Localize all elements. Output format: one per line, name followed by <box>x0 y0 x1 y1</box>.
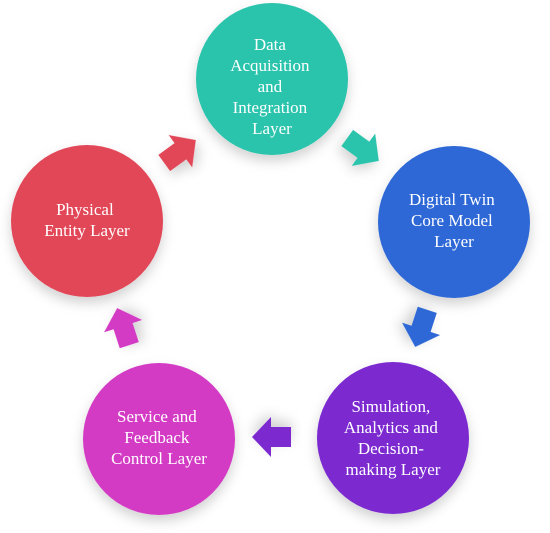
node-label: Service and Feedback Control Layer <box>111 407 207 468</box>
node-label-line: Layer <box>252 119 292 138</box>
node-digital-twin-core-model-layer: Digital Twin Core Model Layer <box>378 146 530 298</box>
node-label-line: Control Layer <box>111 449 207 468</box>
node-label-line: Entity Layer <box>44 221 130 240</box>
node-label-line: Acquisition <box>230 56 310 75</box>
node-circle <box>83 363 235 515</box>
arrow-left-icon <box>252 417 291 457</box>
node-label: Physical Entity Layer <box>44 200 130 240</box>
node-label-line: Analytics and <box>344 418 438 437</box>
arrow-bottom-left-to-left <box>104 308 143 349</box>
node-label-line: making Layer <box>346 460 441 479</box>
node-label-line: Core Model <box>411 211 493 230</box>
arrow-right-icon <box>341 129 379 166</box>
node-label-line: Physical <box>56 200 114 219</box>
node-label-line: and <box>258 77 283 96</box>
node-simulation-analytics-decision-layer: Simulation, Analytics and Decision- maki… <box>317 362 469 514</box>
arrow-bottom-right-to-bottom-left <box>252 417 291 457</box>
node-label-line: Simulation, <box>351 397 430 416</box>
node-label-line: Decision- <box>358 439 424 458</box>
node-label-line: Digital Twin <box>409 190 495 209</box>
node-label-line: Data <box>254 35 287 54</box>
node-circle <box>11 145 163 297</box>
node-label: Data Acquisition and Integration Layer <box>230 35 314 138</box>
arrow-up-icon <box>104 308 143 349</box>
arrow-up-right-icon <box>158 135 196 172</box>
node-circle <box>196 3 348 155</box>
node-label: Digital Twin Core Model Layer <box>409 190 499 251</box>
node-label-line: Layer <box>434 232 474 251</box>
arrow-right-to-bottom-right <box>402 306 441 347</box>
node-label-line: Feedback <box>124 428 190 447</box>
node-data-acquisition-integration-layer: Data Acquisition and Integration Layer <box>196 3 348 155</box>
node-circle <box>317 362 469 514</box>
arrow-top-to-right <box>341 129 379 166</box>
node-physical-entity-layer: Physical Entity Layer <box>11 145 163 297</box>
node-label-line: Service and <box>117 407 197 426</box>
node-service-feedback-control-layer: Service and Feedback Control Layer <box>83 363 235 515</box>
arrow-down-icon <box>402 306 441 347</box>
arrow-left-to-top <box>158 135 196 172</box>
node-label: Simulation, Analytics and Decision- maki… <box>344 397 442 479</box>
node-label-line: Integration <box>233 98 308 117</box>
node-circle <box>378 146 530 298</box>
